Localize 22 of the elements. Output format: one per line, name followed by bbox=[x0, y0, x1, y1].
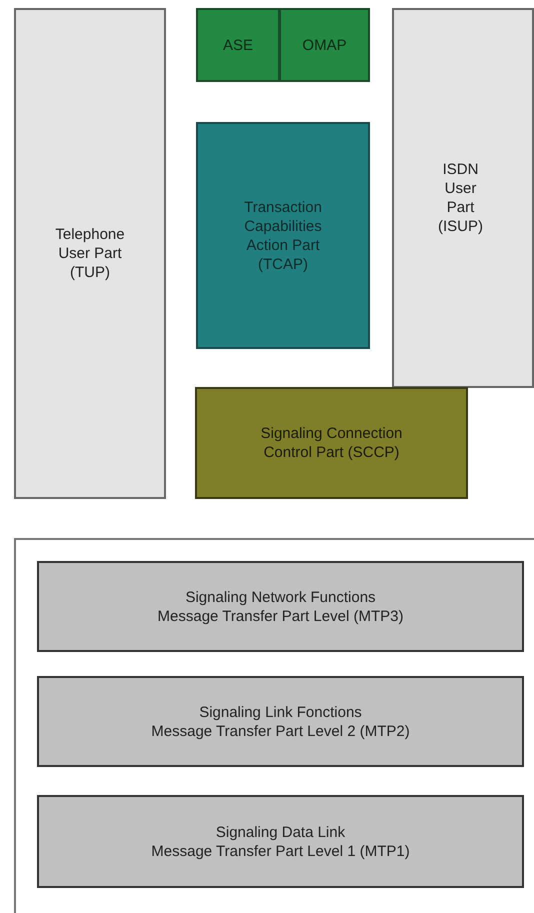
protocol-layer-box bbox=[196, 122, 370, 349]
layer-label: Message Transfer Part Level 2 (MTP2) bbox=[151, 722, 410, 740]
layer-label: ASE bbox=[222, 36, 253, 54]
protocol-layer-box bbox=[196, 8, 280, 82]
protocol-layer-box bbox=[14, 8, 166, 499]
protocol-layer-box bbox=[37, 795, 524, 888]
layer-label: Telephone User Part (TUP) bbox=[54, 225, 126, 282]
layer-label: Transaction Capabilities Action Part (TCAP) bbox=[243, 198, 323, 274]
protocol-layer-box bbox=[392, 8, 534, 388]
protocol-layer-box bbox=[195, 387, 468, 499]
layer-label: Signaling Connection Control Part (SCCP) bbox=[260, 424, 404, 462]
protocol-layer-box bbox=[37, 561, 524, 652]
layer-label: OMAP bbox=[302, 36, 347, 54]
layer-label: Signaling Network Functions bbox=[185, 588, 376, 606]
layer-label: ISDN User Part (ISUP) bbox=[437, 160, 484, 236]
protocol-layer-box bbox=[37, 676, 524, 767]
protocol-group-frame bbox=[14, 538, 534, 913]
layer-label: Signaling Link Fonctions bbox=[199, 702, 362, 722]
layer-label: Message Transfer Part Level (MTP3) bbox=[158, 606, 404, 626]
layer-label: Signaling Data Link bbox=[216, 822, 346, 842]
protocol-layer-box bbox=[279, 8, 370, 82]
layer-label: Message Transfer Part Level 1 (MTP1) bbox=[151, 842, 410, 860]
